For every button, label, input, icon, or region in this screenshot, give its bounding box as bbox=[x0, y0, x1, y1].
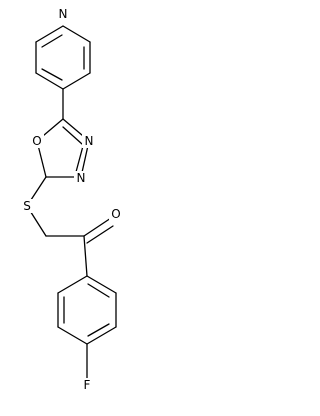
carbonyl-oxygen-label: O bbox=[111, 207, 120, 221]
oxadiazole-oxygen-label: O bbox=[32, 134, 41, 148]
thioether-sulfur-label: S bbox=[23, 199, 31, 213]
atom-bg bbox=[82, 134, 96, 148]
bond bbox=[62, 126, 83, 145]
atom-bg bbox=[56, 7, 70, 21]
pyridine-ring bbox=[35, 25, 91, 90]
atom-bg bbox=[20, 199, 34, 213]
bond bbox=[87, 283, 110, 298]
oxadiazole-ring bbox=[36, 118, 90, 178]
bond bbox=[57, 275, 88, 294]
structure-diagram: N O N N S O F bbox=[20, 7, 123, 392]
bond bbox=[62, 25, 91, 43]
bond bbox=[86, 225, 114, 244]
bond bbox=[35, 72, 64, 90]
atom-bg bbox=[30, 134, 44, 148]
pyridine-nitrogen-label: N bbox=[59, 7, 68, 21]
atom-bg bbox=[109, 207, 123, 221]
atom-bg bbox=[74, 171, 88, 185]
bond bbox=[83, 235, 88, 277]
bond bbox=[86, 275, 117, 294]
oxadiazole-nitrogen-label: N bbox=[85, 134, 94, 148]
bond bbox=[87, 323, 110, 337]
bond bbox=[75, 145, 84, 173]
bond bbox=[41, 68, 63, 81]
oxadiazole-nitrogen-label: N bbox=[77, 171, 86, 185]
bond bbox=[86, 326, 117, 345]
bond bbox=[57, 326, 88, 345]
fluorophenyl-ring bbox=[57, 275, 117, 345]
bond bbox=[83, 217, 112, 237]
bond bbox=[35, 25, 64, 43]
bond bbox=[62, 72, 91, 90]
bond bbox=[41, 34, 63, 48]
atom-bg bbox=[80, 378, 94, 392]
fluorine-label: F bbox=[84, 378, 91, 392]
